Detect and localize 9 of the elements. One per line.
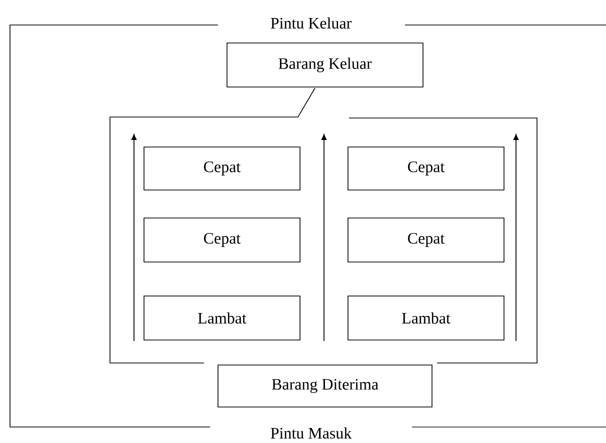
- rack-box: Lambat: [144, 296, 300, 340]
- rack-box: Cepat: [348, 218, 504, 262]
- rack-box: Cepat: [144, 218, 300, 262]
- rack-box: Cepat: [348, 146, 504, 190]
- area-box: Barang Keluar: [226, 42, 424, 88]
- area-box: Barang Diterima: [218, 364, 432, 408]
- rack-box: Cepat: [144, 146, 300, 190]
- door-label: Pintu Masuk: [270, 427, 352, 439]
- rack-box: Lambat: [348, 296, 504, 340]
